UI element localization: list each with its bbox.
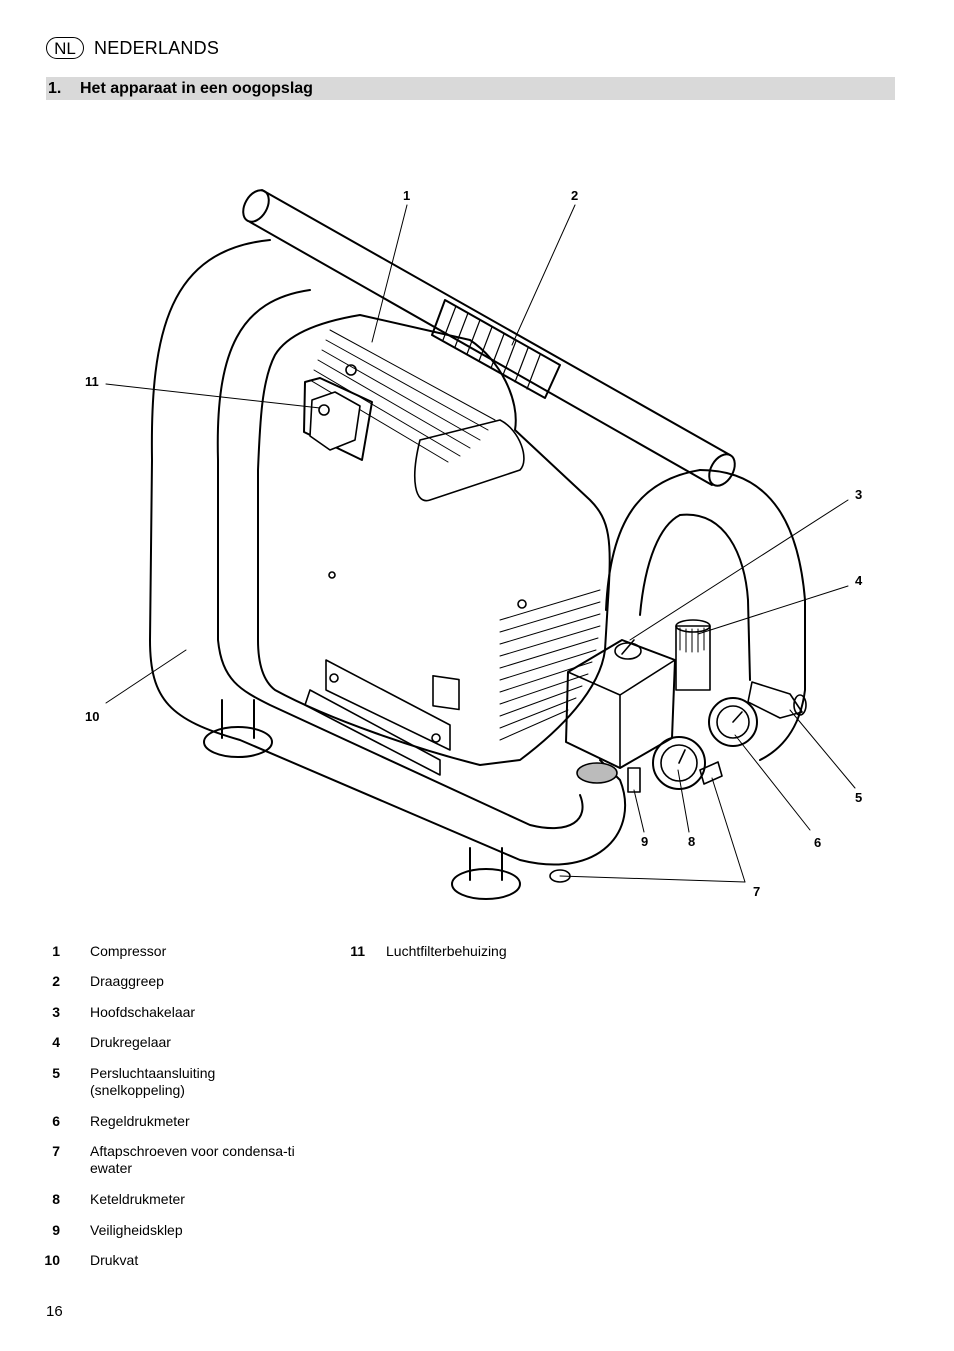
safety-valve — [627, 767, 641, 793]
pressure-vessel-back-top-inner — [639, 514, 681, 616]
housing-screw — [517, 599, 527, 609]
callout-4: 4 — [855, 573, 863, 588]
legend-number: 11 — [350, 943, 365, 959]
pressure-vessel-back-loop — [699, 469, 806, 761]
handle-grip — [431, 299, 561, 399]
legend-number: 4 — [52, 1034, 60, 1050]
legend-number: 2 — [52, 973, 60, 989]
legend-text: Drukregelaar — [90, 1034, 171, 1050]
drain-screw — [699, 761, 723, 785]
handle-bar-end-left — [242, 189, 270, 223]
air-filter-cap — [309, 391, 361, 451]
section-number: 1. — [48, 80, 62, 97]
callout-2: 2 — [571, 188, 578, 203]
legend-text: Veiligheidsklep — [90, 1222, 183, 1238]
main-switch-knob — [614, 642, 642, 660]
pressure-vessel-back-loop-inner — [679, 513, 751, 681]
air-filter-housing — [303, 377, 373, 461]
handle-grip-ribs — [442, 305, 541, 390]
pressure-vessel-front-loop-inner — [216, 289, 584, 830]
compressor-housing — [257, 314, 611, 766]
callout-6: 6 — [814, 835, 821, 850]
pressure-vessel-back-top — [605, 469, 701, 611]
housing-foot — [325, 659, 451, 751]
legend-number: 8 — [52, 1191, 60, 1207]
pressure-vessel-front-loop — [149, 239, 626, 866]
legend-text: Persluchtaansluiting (snelkoppeling) — [90, 1065, 216, 1098]
compressor-housing-inner — [414, 419, 525, 502]
callout-8: 8 — [688, 834, 695, 849]
legend-text: Luchtfilterbehuizing — [386, 943, 507, 959]
legend-text: Hoofdschakelaar — [90, 1004, 196, 1020]
legend-number: 6 — [52, 1113, 60, 1129]
legend-number: 3 — [52, 1004, 60, 1020]
legend-number: 1 — [52, 943, 60, 959]
legend-text: Drukvat — [90, 1252, 139, 1268]
tank-pressure-gauge — [652, 736, 706, 790]
safety-valve-grip — [576, 762, 618, 784]
section-title: Het apparaat in een oogopslag — [80, 80, 313, 97]
handle-bar-bottom — [249, 221, 713, 486]
callout-1: 1 — [403, 188, 410, 203]
callout-10: 10 — [85, 709, 99, 724]
housing-screw — [328, 571, 336, 579]
language-badge: NL — [46, 37, 84, 59]
housing-label-plate — [432, 675, 460, 711]
base-rail — [304, 689, 441, 776]
air-filter-knob — [318, 404, 330, 416]
legend-text: Compressor — [90, 943, 167, 959]
legend-number: 10 — [44, 1252, 60, 1268]
foot-left — [203, 726, 273, 758]
legend-text: Draaggreep — [90, 973, 164, 989]
language-name: NEDERLANDS — [94, 38, 220, 58]
callout-11: 11 — [85, 374, 99, 389]
handle-bar-end-right — [708, 453, 736, 487]
foot-front — [451, 868, 521, 900]
regulated-pressure-gauge — [708, 697, 758, 747]
pressure-regulator — [675, 625, 711, 691]
legend-text: Aftapschroeven voor condensa-tiewater — [90, 1143, 295, 1176]
quick-coupling — [747, 681, 803, 719]
callout-5: 5 — [855, 790, 862, 805]
handle-bar-top — [261, 189, 731, 456]
base-screw — [431, 733, 441, 743]
callout-3: 3 — [855, 487, 862, 502]
legend-number: 7 — [52, 1143, 60, 1159]
callout-leaders — [105, 204, 856, 883]
callout-7: 7 — [753, 884, 760, 899]
housing-screw — [345, 364, 357, 376]
legend-number: 9 — [52, 1222, 60, 1238]
section-heading-bar — [46, 77, 895, 100]
base-screw — [329, 673, 339, 683]
page-number: 16 — [46, 1303, 63, 1320]
legend-text: Keteldrukmeter — [90, 1191, 185, 1207]
legend-text: Regeldrukmeter — [90, 1113, 190, 1129]
legend-number: 5 — [52, 1065, 60, 1081]
callout-9: 9 — [641, 834, 648, 849]
